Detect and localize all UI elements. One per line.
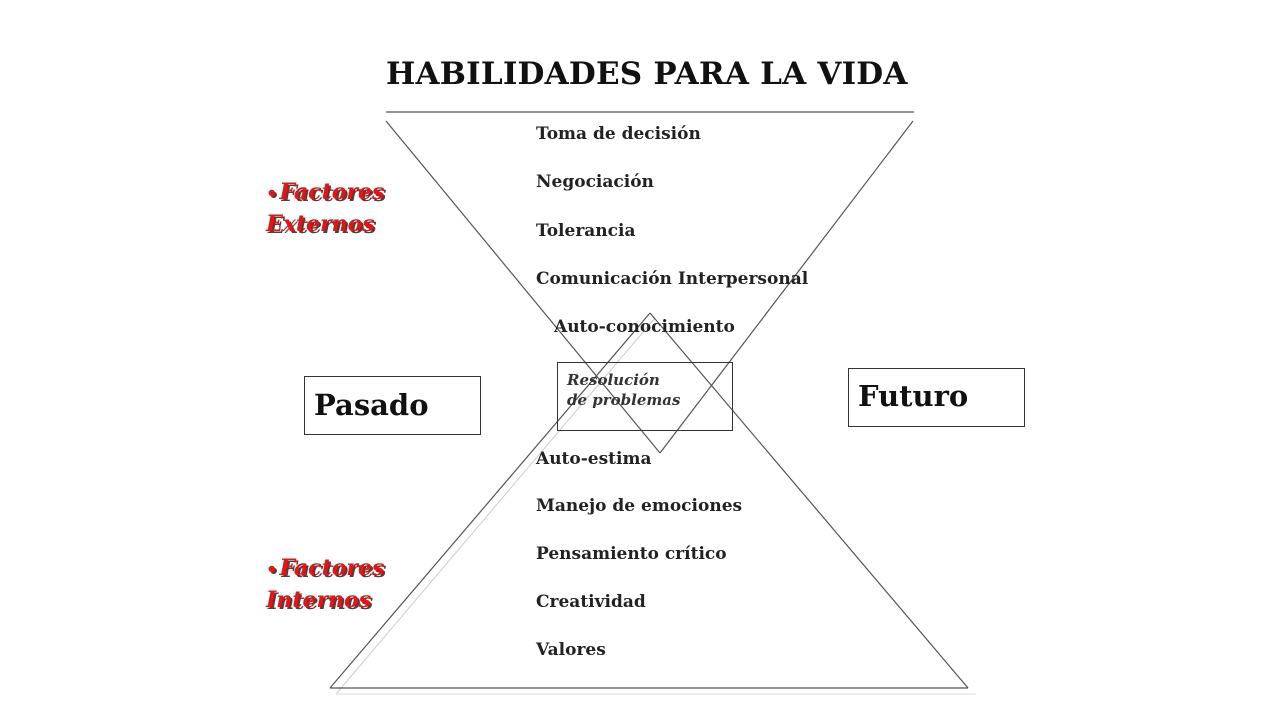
lower-item-creatividad: Creatividad: [536, 592, 646, 612]
lower-item-auto-estima: Auto-estima: [536, 449, 652, 469]
bottom-triangle-left-edge: [329, 312, 651, 689]
factores-internos-line2: Internos: [266, 587, 372, 613]
center-box-resolucion: Resolución de problemas: [557, 362, 733, 431]
pasado-label: Pasado: [314, 388, 429, 422]
lower-item-manejo-emociones: Manejo de emociones: [536, 496, 743, 516]
factores-internos-label: •Factores Internos: [266, 553, 384, 616]
factores-externos-line2: Externos: [266, 211, 375, 237]
upper-item-auto-conocimiento: Auto-conocimiento: [554, 317, 735, 337]
bullet-icon: •: [266, 559, 278, 580]
factores-externos-line1: Factores: [279, 179, 385, 205]
lower-item-valores: Valores: [536, 640, 606, 660]
pasado-box: Pasado: [304, 376, 481, 435]
top-triangle-left-edge: [385, 120, 661, 454]
factores-internos-line1: Factores: [279, 555, 385, 581]
futuro-label: Futuro: [858, 379, 969, 413]
upper-item-toma-de-decision: Toma de decisión: [536, 124, 701, 144]
upper-item-comunicacion: Comunicación Interpersonal: [536, 269, 809, 289]
lower-item-pensamiento-critico: Pensamiento crítico: [536, 544, 727, 564]
bottom-triangle-left-shadow: [335, 317, 656, 695]
bullet-icon: •: [266, 183, 278, 204]
upper-item-negociacion: Negociación: [536, 172, 654, 192]
factores-externos-label: •Factores Externos: [266, 177, 384, 240]
center-box-line1: Resolución: [567, 371, 660, 389]
upper-item-tolerancia: Tolerancia: [536, 221, 636, 241]
futuro-box: Futuro: [848, 368, 1025, 427]
bottom-triangle-right-edge: [649, 312, 969, 689]
diagram-title: HABILIDADES PARA LA VIDA: [386, 56, 908, 92]
top-triangle-right-edge: [659, 120, 914, 454]
center-box-line2: de problemas: [567, 391, 681, 409]
